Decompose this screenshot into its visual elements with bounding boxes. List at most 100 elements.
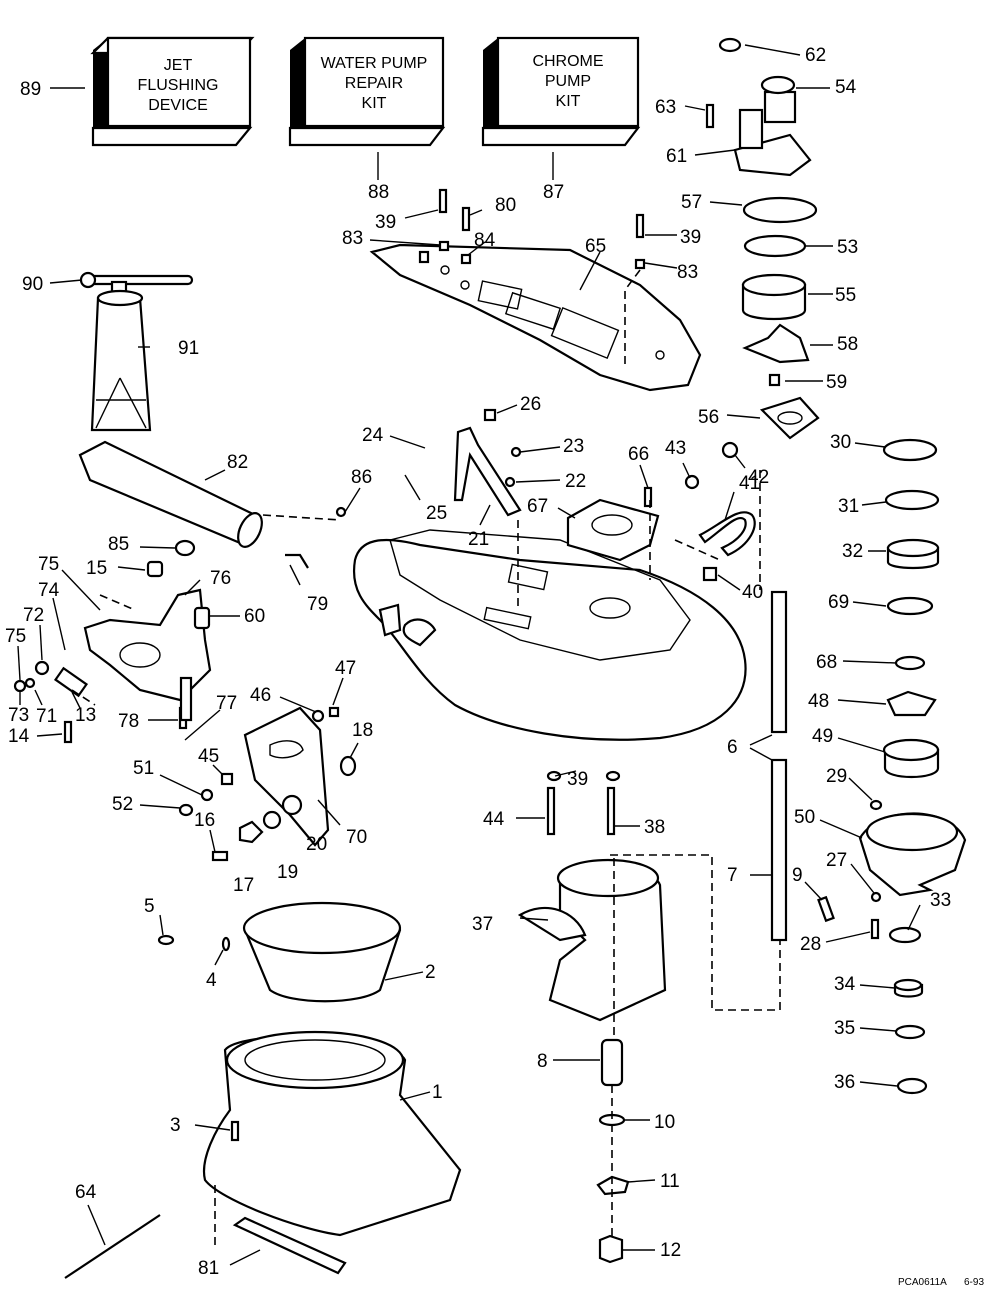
seal-32 [886, 538, 940, 570]
seal-35 [896, 1077, 928, 1095]
part-label: 54 [835, 77, 857, 98]
part-label: 4 [206, 970, 217, 991]
part-label: 21 [468, 529, 489, 550]
part-label: 75 [5, 626, 26, 647]
part-label: 38 [644, 817, 665, 838]
drive-shaft [770, 590, 788, 942]
part-label: 17 [233, 875, 254, 896]
part-label: 78 [118, 711, 139, 732]
hose-part [698, 511, 756, 557]
part-number-labels: 89 88 87 1 2 3 4 5 6 7 8 9 10 11 12 13 1… [5, 45, 951, 1279]
exhaust-tube [78, 440, 263, 548]
nut-12 [598, 1234, 624, 1264]
part-label: 32 [842, 541, 863, 562]
part-label: 47 [335, 658, 356, 679]
washer-48 [886, 690, 937, 717]
part-label: 49 [812, 726, 833, 747]
part-label: 18 [352, 720, 373, 741]
ring-33-top [888, 926, 922, 944]
part-label: 19 [277, 862, 298, 883]
part-label: 66 [628, 444, 649, 465]
kit-label-line: JET [164, 57, 193, 74]
part-label: 44 [483, 809, 505, 830]
part-label: 63 [655, 97, 676, 118]
part-label: 81 [198, 1258, 219, 1279]
rod-64 [64, 1214, 161, 1279]
part-label: 83 [677, 262, 698, 283]
ring-69 [886, 596, 934, 616]
key-59 [768, 373, 781, 387]
part-label: 67 [527, 496, 548, 517]
part-label: 37 [472, 914, 493, 935]
drawing-date: 6-93 [964, 1277, 984, 1288]
part-label: 33 [930, 890, 951, 911]
bearing-49 [882, 738, 940, 778]
steering-nozzle-arm [83, 588, 212, 702]
plate-53 [743, 234, 807, 258]
part-label: 61 [666, 146, 687, 167]
part-label: 1 [432, 1082, 443, 1103]
part-label: 74 [38, 580, 60, 601]
part-label: 59 [826, 372, 847, 393]
part-label: 25 [426, 503, 447, 524]
part-label: 6 [727, 737, 738, 758]
strap-81 [232, 1216, 347, 1275]
part-label: 91 [178, 338, 199, 359]
part-label: 42 [748, 467, 769, 488]
part-label: 24 [362, 425, 384, 446]
part-label: 12 [660, 1240, 681, 1261]
impeller [517, 858, 667, 1022]
shaft-sleeve-8 [600, 1038, 624, 1087]
part-label: 65 [585, 236, 606, 257]
linkage-plate [243, 706, 330, 847]
kit-box-chrome-pump-kit: CHROME PUMP KIT [481, 36, 641, 147]
part-label: 39 [375, 212, 396, 233]
part-label: 50 [794, 807, 815, 828]
part-label: 15 [86, 558, 107, 579]
part-label: 52 [112, 794, 133, 815]
part-label: 29 [826, 766, 847, 787]
part-label: 53 [837, 237, 858, 258]
part-label: 35 [834, 1018, 855, 1039]
flush-device-part [79, 271, 194, 432]
part-label: 40 [742, 582, 763, 603]
impeller-58 [742, 323, 810, 364]
part-label: 39 [567, 769, 588, 790]
kit-label-line: KIT [556, 93, 581, 110]
part-label: 58 [837, 334, 858, 355]
kit-label-line: REPAIR [345, 75, 403, 92]
part-label: 22 [565, 471, 586, 492]
kit-label-line: KIT [362, 95, 387, 112]
part-label: 80 [495, 195, 516, 216]
part-label: 84 [474, 230, 496, 251]
nozzle-ring [242, 901, 402, 1003]
part-label: 64 [75, 1182, 97, 1203]
part-label: 2 [425, 962, 436, 983]
part-label: 20 [306, 834, 327, 855]
part-label: 11 [660, 1171, 680, 1192]
part-label: 13 [75, 705, 96, 726]
part-label: 28 [800, 934, 821, 955]
part-label: 88 [368, 182, 389, 203]
part-label: 77 [216, 693, 237, 714]
part-label: 41 [739, 473, 760, 494]
liner-55 [741, 273, 807, 321]
tab-washer-11 [596, 1175, 630, 1196]
pump-cover-plate [369, 243, 702, 392]
part-label: 90 [22, 274, 43, 295]
part-label: 87 [543, 182, 564, 203]
part-label: 83 [342, 228, 363, 249]
part-label: 69 [828, 592, 849, 613]
part-label: 10 [654, 1112, 675, 1133]
part-label: 5 [144, 896, 155, 917]
part-label: 36 [834, 1072, 855, 1093]
part-label: 39 [680, 227, 701, 248]
plate-56 [759, 396, 820, 440]
kit-label-line: PUMP [545, 73, 591, 90]
part-label: 79 [307, 594, 328, 615]
drawing-code: PCA0611A [898, 1277, 947, 1288]
kit-label-line: FLUSHING [138, 77, 219, 94]
pump-cover-top [718, 37, 812, 177]
part-label: 86 [351, 467, 372, 488]
part-label: 56 [698, 407, 719, 428]
